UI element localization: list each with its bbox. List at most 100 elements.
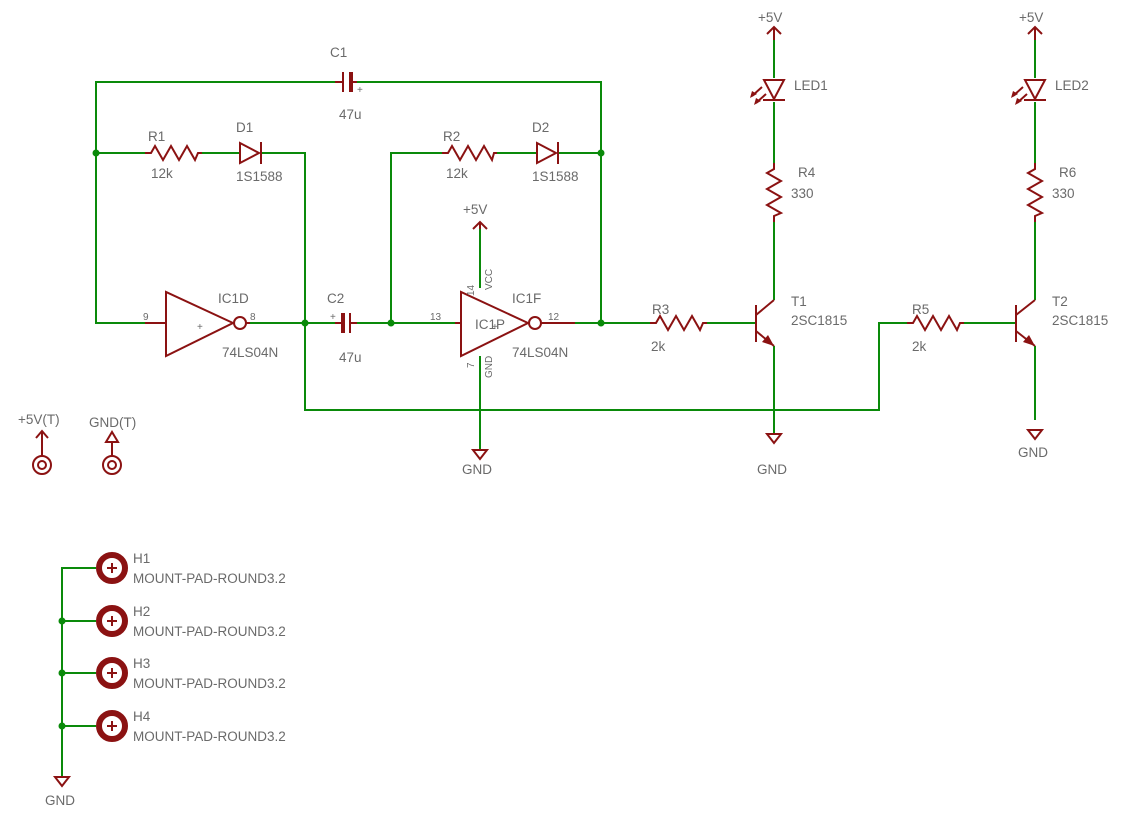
h1-name: H1: [133, 551, 150, 566]
h4-name: H4: [133, 709, 151, 724]
r3-value: 2k: [651, 339, 666, 354]
h3-name: H3: [133, 656, 150, 671]
t2-name: T2: [1052, 294, 1068, 309]
c1-value: 47u: [339, 107, 362, 122]
supply-5v-led1: +5V: [758, 10, 782, 40]
h2-value: MOUNT-PAD-ROUND3.2: [133, 624, 286, 639]
mount-pad-h4: H4 MOUNT-PAD-ROUND3.2: [96, 709, 286, 744]
wires: [61, 40, 1036, 777]
ic1f-value: 74LS04N: [512, 345, 568, 360]
led-led2: LED2: [1011, 78, 1089, 105]
supply-5v-led1-label: +5V: [758, 10, 782, 25]
c2-value: 47u: [339, 350, 362, 365]
resistor-r4: R4 330: [764, 163, 816, 222]
ground-ic: GND: [462, 449, 492, 477]
ground-t1-label: GND: [757, 462, 787, 477]
ic1p-vcc-label: VCC: [484, 269, 495, 290]
led-led1: LED1: [750, 78, 828, 105]
r1-name: R1: [148, 129, 165, 144]
capacitor-c1: + C1 47u: [330, 45, 363, 122]
ic1p-power-pins: IC1P 14 VCC 7 GND: [466, 269, 505, 378]
inverter-ic1d: + 9 8 IC1D 74LS04N: [143, 290, 278, 360]
transistor-t1: T1 2SC1815: [755, 294, 847, 347]
r4-name: R4: [798, 165, 816, 180]
r2-name: R2: [443, 129, 460, 144]
junctions: [58, 149, 605, 730]
h3-value: MOUNT-PAD-ROUND3.2: [133, 676, 286, 691]
c1-name: C1: [330, 45, 347, 60]
supply-5v-ic: +5V: [463, 202, 488, 230]
led1-name: LED1: [794, 78, 828, 93]
ic1p-pin-gnd: 7: [466, 362, 477, 368]
h2-name: H2: [133, 604, 150, 619]
resistor-r5: R5 2k: [907, 302, 964, 354]
junction-dot: [387, 319, 395, 327]
junction-dot: [301, 319, 309, 327]
testpoint-gnd-label: GND(T): [89, 415, 136, 430]
ground-t2: GND: [1018, 429, 1048, 460]
resistor-r6: R6 330: [1025, 163, 1076, 222]
d1-name: D1: [236, 120, 253, 135]
supply-5v-ic-label: +5V: [463, 202, 487, 217]
r5-name: R5: [912, 302, 929, 317]
testpoint-5v-label: +5V(T): [18, 412, 60, 427]
ground-mount: GND: [45, 776, 75, 808]
ic1d-name: IC1D: [218, 291, 249, 306]
r3-name: R3: [652, 302, 669, 317]
ic1f-pin-out: 12: [548, 312, 560, 323]
diode-d2: D2 1S1588: [532, 120, 579, 184]
ic1d-pin-out: 8: [250, 312, 256, 323]
svg-text:+: +: [357, 85, 363, 96]
t1-value: 2SC1815: [791, 313, 847, 328]
testpoint-5v: +5V(T): [18, 412, 60, 475]
supply-5v-led2: +5V: [1019, 10, 1043, 40]
c2-name: C2: [327, 291, 344, 306]
junction-dot: [58, 722, 66, 730]
d2-value: 1S1588: [532, 169, 579, 184]
ic1p-name: IC1P: [475, 317, 505, 332]
junction-dot: [58, 669, 66, 677]
ic1f-pin-in: 13: [430, 312, 442, 323]
t1-name: T1: [791, 294, 807, 309]
testpoint-gnd: GND(T): [89, 415, 136, 475]
ic1p-pin-vcc: 14: [466, 284, 477, 296]
t2-value: 2SC1815: [1052, 313, 1108, 328]
r6-name: R6: [1059, 165, 1076, 180]
r1-value: 12k: [151, 166, 173, 181]
svg-text:+: +: [330, 312, 336, 323]
h1-value: MOUNT-PAD-ROUND3.2: [133, 571, 286, 586]
diode-d1: D1 1S1588: [236, 120, 283, 184]
h4-value: MOUNT-PAD-ROUND3.2: [133, 729, 286, 744]
resistor-r1: R1 12k: [145, 129, 202, 181]
ground-t2-label: GND: [1018, 445, 1048, 460]
ic1f-name: IC1F: [512, 291, 541, 306]
mount-pad-h1: H1 MOUNT-PAD-ROUND3.2: [96, 551, 286, 586]
d1-value: 1S1588: [236, 169, 283, 184]
ground-ic-label: GND: [462, 462, 492, 477]
mount-pad-h2: H2 MOUNT-PAD-ROUND3.2: [96, 604, 286, 639]
resistor-r3: R3 2k: [650, 302, 707, 354]
transistor-t2: T2 2SC1815: [1015, 294, 1108, 347]
r2-value: 12k: [446, 166, 468, 181]
junction-dot: [92, 149, 100, 157]
mount-pad-h3: H3 MOUNT-PAD-ROUND3.2: [96, 656, 286, 691]
junction-dot: [597, 149, 605, 157]
r6-value: 330: [1052, 186, 1075, 201]
ic1p-gnd-label: GND: [484, 356, 495, 378]
svg-text:+: +: [197, 322, 203, 333]
r5-value: 2k: [912, 339, 927, 354]
led2-name: LED2: [1055, 78, 1089, 93]
d2-name: D2: [532, 120, 549, 135]
inverter-ic1f: + 13 12 IC1F 74LS04N: [430, 290, 575, 360]
ic1d-value: 74LS04N: [222, 345, 278, 360]
ground-t1: GND: [757, 433, 787, 477]
supply-5v-led2-label: +5V: [1019, 10, 1043, 25]
ic1d-pin-in: 9: [143, 312, 149, 323]
capacitor-c2: + C2 47u: [327, 291, 362, 365]
junction-dot: [58, 617, 66, 625]
r4-value: 330: [791, 186, 814, 201]
junction-dot: [597, 319, 605, 327]
ground-mount-label: GND: [45, 793, 75, 808]
resistor-r2: R2 12k: [442, 129, 497, 181]
